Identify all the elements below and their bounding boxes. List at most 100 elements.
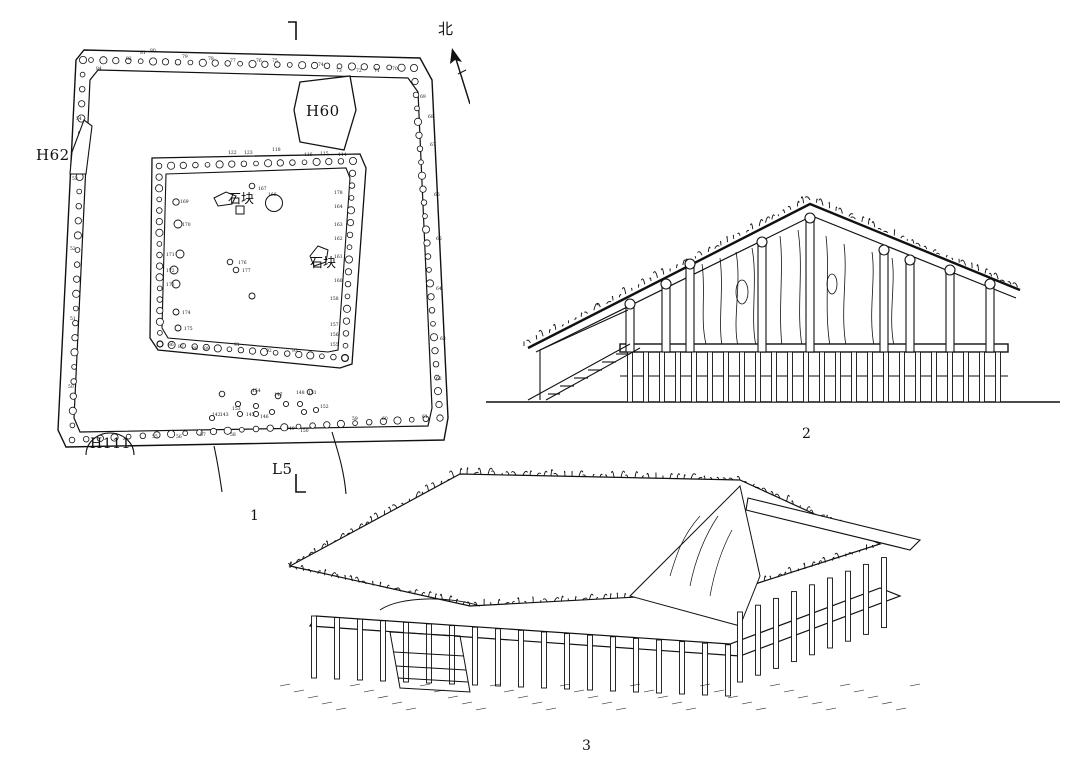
ground-stroke [419,683,431,687]
ground-stroke [783,689,795,693]
thatch-tuft [307,568,312,573]
posthole [139,432,146,439]
posthole [155,184,164,193]
thatch-tuft [325,540,329,546]
ground-stroke [545,707,557,711]
stilt-post [357,618,363,681]
thatch-tuft [640,278,646,285]
posthole-number: 122 [228,150,237,156]
thatch-tuft [386,584,390,589]
house-elevation-drawing [486,196,1060,403]
thatch-tuft [447,478,451,482]
thatch-tuft [331,572,337,577]
ground-stroke [377,695,389,699]
posthole [125,57,132,65]
posthole [237,346,245,354]
thatch-tuft [553,323,557,330]
thatch-tuft [984,268,988,274]
thatch-tuft [625,474,629,478]
ground-stroke [909,683,921,687]
posthole-number: 88 [192,346,198,352]
posthole-number: 66 [434,192,440,198]
posthole [428,307,436,314]
ground-stroke [643,689,655,693]
stilt-post [819,351,825,403]
outer-wall-inner-edge [73,69,433,433]
roof-top-surface [288,473,882,607]
ground-hatching [279,683,921,711]
thatch-tuft [818,560,823,565]
thatch-tuft [618,294,622,298]
thatch-tuft [945,255,948,258]
thatch-tuft [510,471,517,476]
stilt-post [610,636,616,692]
thatch-tuft [459,467,463,475]
thatch-tuft [434,593,437,599]
ground-stroke [587,695,599,699]
stilt-post [791,591,797,663]
thatch-tuft [697,251,703,256]
ground-stroke [279,683,291,687]
thatch-tuft [440,480,443,485]
pit-h60-label: H60 [306,102,340,120]
thatch-tuft [784,571,787,576]
thatch-tuft [932,249,937,253]
posthole [266,424,274,432]
ground-stroke [797,695,809,699]
ground-stroke [573,689,585,693]
stilt-post [723,351,729,403]
posthole [325,158,333,166]
thatch-tuft [339,533,345,539]
thatch-tuft [424,484,429,492]
posthole-number: 75 [272,58,278,64]
posthole [348,156,357,165]
thatch-tuft [737,232,741,236]
thatch-tuft [1000,279,1005,283]
wall-post [757,241,767,353]
thatch-tuft [604,474,608,478]
stilt-post [518,629,524,688]
posthole [224,60,231,67]
stilt-post [739,351,745,403]
posthole-number: 92 [266,348,272,354]
thatch-tuft [536,472,542,476]
posthole [435,400,443,409]
thatch-tuft [761,487,768,493]
thatch-tuft [592,473,595,477]
thatch-tuft [578,470,584,477]
posthole [425,279,434,288]
stilt-post [702,642,708,696]
posthole [409,64,418,73]
section-l5-curve-right [331,431,347,495]
posthole [284,350,291,357]
section-marker-top [288,21,297,40]
section-l5-label: L5 [272,460,293,478]
posthole-number: 175 [184,326,193,332]
posthole [306,351,315,360]
thatch-tuft [877,228,882,231]
ground-stroke [671,701,683,705]
thatch-tuft [466,467,469,475]
staircase [527,309,641,401]
thatch-tuft [354,576,360,583]
posthole-number: 57 [200,432,206,438]
thatch-tuft [548,329,551,334]
posthole [223,426,232,435]
posthole-number: 147 [274,392,283,398]
thatch-tuft [529,470,532,476]
stilt-post [691,351,697,403]
thatch-tuft [396,587,402,592]
thatch-tuft [831,557,835,561]
posthole-number: 118 [272,147,281,153]
thatch-tuft [522,470,528,476]
ground-stroke [391,701,403,705]
posthole-number: 155 [330,342,339,348]
posthole-number: 170 [182,222,191,228]
posthole-number: 53 [72,176,78,182]
figure-number-1: 1 [250,508,259,524]
thatch-tuft [620,470,626,478]
ground-stroke [447,695,459,699]
ground-stroke [405,707,417,711]
stilt-post [679,641,685,695]
roof-left-slope [527,202,1021,350]
